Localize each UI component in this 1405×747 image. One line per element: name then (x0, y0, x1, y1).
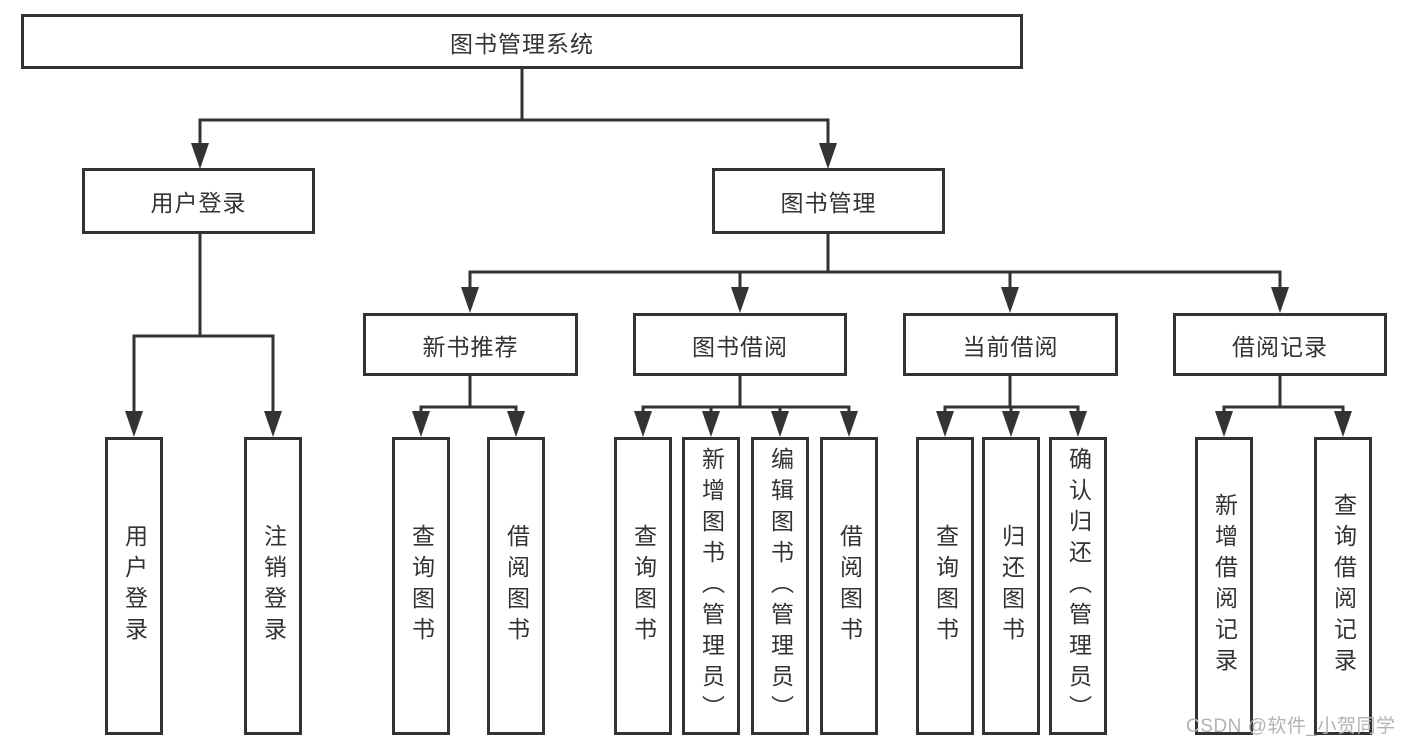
leaf-query-books-borrow: 查询图书 (614, 437, 672, 735)
node-root-label: 图书管理系统 (450, 30, 594, 57)
leaf-query-borrow-record: 查询借阅记录 (1314, 437, 1372, 735)
node-current-borrow-label: 当前借阅 (962, 333, 1059, 360)
node-book-borrow-label: 图书借阅 (692, 333, 788, 360)
leaf-user-login: 用户登录 (105, 437, 163, 735)
leaf-query-books-recommend-label: 查询图书 (408, 524, 435, 648)
node-new-book-recommend-label: 新书推荐 (422, 333, 519, 360)
node-book-management: 图书管理 (712, 168, 945, 234)
leaf-confirm-return-admin-label: 确认归还（管理员） (1065, 446, 1092, 726)
node-book-borrow: 图书借阅 (633, 313, 847, 376)
leaf-add-borrow-record-label: 新增借阅记录 (1211, 493, 1238, 679)
node-book-management-label: 图书管理 (780, 190, 877, 216)
node-borrow-records: 借阅记录 (1173, 313, 1387, 376)
node-user-login: 用户登录 (82, 168, 315, 234)
leaf-logout: 注销登录 (244, 437, 302, 735)
node-root: 图书管理系统 (21, 14, 1023, 69)
arrowheads (125, 143, 1352, 437)
leaf-user-login-label: 用户登录 (121, 524, 148, 648)
leaf-logout-label: 注销登录 (260, 524, 287, 648)
node-borrow-records-label: 借阅记录 (1232, 333, 1328, 360)
leaf-return-book: 归还图书 (982, 437, 1040, 735)
leaf-borrow-books-label: 借阅图书 (836, 524, 863, 648)
node-current-borrow: 当前借阅 (903, 313, 1118, 376)
node-user-login-label: 用户登录 (150, 190, 247, 216)
leaf-query-books-current: 查询图书 (916, 437, 974, 735)
leaf-return-book-label: 归还图书 (998, 524, 1025, 648)
connector-paths (132, 69, 1345, 414)
leaf-add-book-admin: 新增图书（管理员） (682, 437, 740, 735)
leaf-borrow-books-recommend-label: 借阅图书 (503, 524, 530, 648)
leaf-borrow-books: 借阅图书 (820, 437, 878, 735)
leaf-query-books-recommend: 查询图书 (392, 437, 450, 735)
leaf-confirm-return-admin: 确认归还（管理员） (1049, 437, 1107, 735)
leaf-borrow-books-recommend: 借阅图书 (487, 437, 545, 735)
leaf-add-borrow-record: 新增借阅记录 (1195, 437, 1253, 735)
watermark: CSDN @软件_小贺同学 (1186, 716, 1396, 737)
leaf-edit-book-admin: 编辑图书（管理员） (751, 437, 809, 735)
leaf-edit-book-admin-label: 编辑图书（管理员） (767, 446, 794, 726)
leaf-query-borrow-record-label: 查询借阅记录 (1330, 493, 1357, 679)
leaf-add-book-admin-label: 新增图书（管理员） (698, 446, 725, 726)
leaf-query-books-borrow-label: 查询图书 (630, 524, 657, 648)
leaf-query-books-current-label: 查询图书 (932, 524, 959, 648)
node-new-book-recommend: 新书推荐 (363, 313, 578, 376)
